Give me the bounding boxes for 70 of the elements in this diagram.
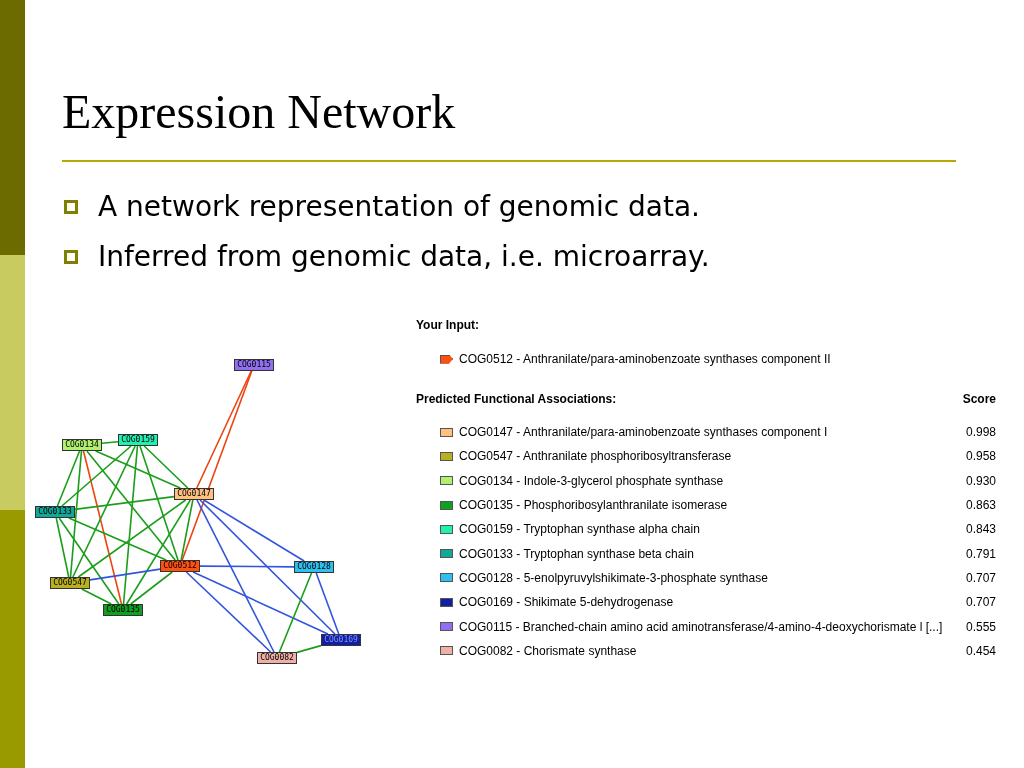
gene-node: COG0169: [321, 634, 361, 646]
gene-node: COG0082: [257, 652, 297, 664]
legend-text: COG0134 - Indole-3-glycerol phosphate synthase: [459, 472, 724, 490]
score-value: 0.555: [965, 618, 996, 636]
bullet-text: Inferred from genomic data, i.e. microarray.: [98, 239, 710, 275]
network-edge: [61, 445, 132, 507]
network-edge: [143, 445, 189, 489]
gene-node: COG0159: [118, 434, 158, 446]
legend-text: COG0133 - Tryptophan synthase beta chain: [459, 545, 694, 563]
score-value: 0.863: [965, 497, 996, 515]
section-heading: Predicted Functional Associations:: [416, 391, 617, 408]
network-edge: [199, 565, 295, 568]
legend-text: COG0115 - Branched-chain amino acid aminotransferase/4-amino-4-deoxychorismate l [...]: [459, 618, 943, 636]
network-edge: [199, 499, 336, 635]
network-edge: [192, 571, 329, 635]
score-value: 0.843: [965, 521, 996, 539]
legend-text: COG0512 - Anthranilate/para-aminobenzoate synthases component II: [459, 351, 831, 368]
network-edge: [196, 499, 275, 653]
gene-node: COG0135: [103, 604, 143, 616]
legend-text: COG0128 - 5-enolpyruvylshikimate-3-phosphate synthase: [459, 569, 768, 587]
legend-text: COG0547 - Anthranilate phosphoribosyltransferase: [459, 448, 732, 466]
gene-node: COG0128: [294, 561, 334, 573]
network-edge: [129, 571, 174, 605]
bullet-text: A network representation of genomic data.: [98, 189, 700, 225]
network-edge: [101, 441, 119, 444]
network-edge: [69, 450, 83, 578]
score-value: 0.707: [965, 569, 996, 587]
column-header: Score: [962, 391, 996, 408]
gene-node: COG0133: [35, 506, 75, 518]
legend-text: COG0082 - Chorismate synthase: [459, 642, 637, 660]
legend-text: COG0147 - Anthranilate/para-aminobenzoate synthases component I: [459, 424, 828, 442]
network-edge: [139, 445, 179, 561]
network-edge: [315, 572, 340, 635]
network-edge: [55, 517, 70, 578]
gene-node: COG0547: [50, 577, 90, 589]
gene-node: COG0147: [174, 488, 214, 500]
network-edge: [296, 644, 322, 654]
network-edge: [185, 571, 272, 653]
score-value: 0.454: [965, 642, 996, 660]
section-heading: Your Input:: [416, 317, 481, 334]
network-edge: [122, 445, 139, 605]
network-edge: [74, 495, 175, 511]
score-value: 0.998: [965, 424, 996, 442]
network-edge: [89, 568, 161, 581]
gene-node: COG0134: [62, 439, 102, 451]
network-edge: [58, 517, 120, 605]
slide-title: Expression Network: [62, 88, 456, 136]
legend-text: COG0135 - Phosphoribosylanthranilate isomerase: [459, 497, 728, 515]
network-edge: [125, 499, 192, 605]
network-edge: [68, 517, 167, 561]
network-edge: [56, 450, 81, 507]
score-value: 0.791: [965, 545, 996, 563]
score-value: 0.707: [965, 594, 996, 612]
network-edge: [181, 370, 253, 561]
score-value: 0.958: [965, 448, 996, 466]
network-edge: [278, 572, 313, 653]
legend-text: COG0159 - Tryptophan synthase alpha chain: [459, 521, 700, 539]
gene-node: COG0512: [160, 560, 200, 572]
network-edge: [82, 450, 123, 605]
network-edge: [94, 450, 182, 489]
network-edge: [72, 445, 136, 578]
gene-node: COG0115: [234, 359, 274, 371]
score-value: 0.930: [965, 472, 996, 490]
network-edge: [86, 450, 176, 561]
network-edge: [203, 499, 305, 562]
network-edge: [81, 588, 112, 605]
legend-text: COG0169 - Shikimate 5-dehydrogenase: [459, 594, 674, 612]
network-edge: [180, 499, 194, 561]
network-edge: [77, 499, 187, 578]
network-edge: [196, 370, 252, 489]
